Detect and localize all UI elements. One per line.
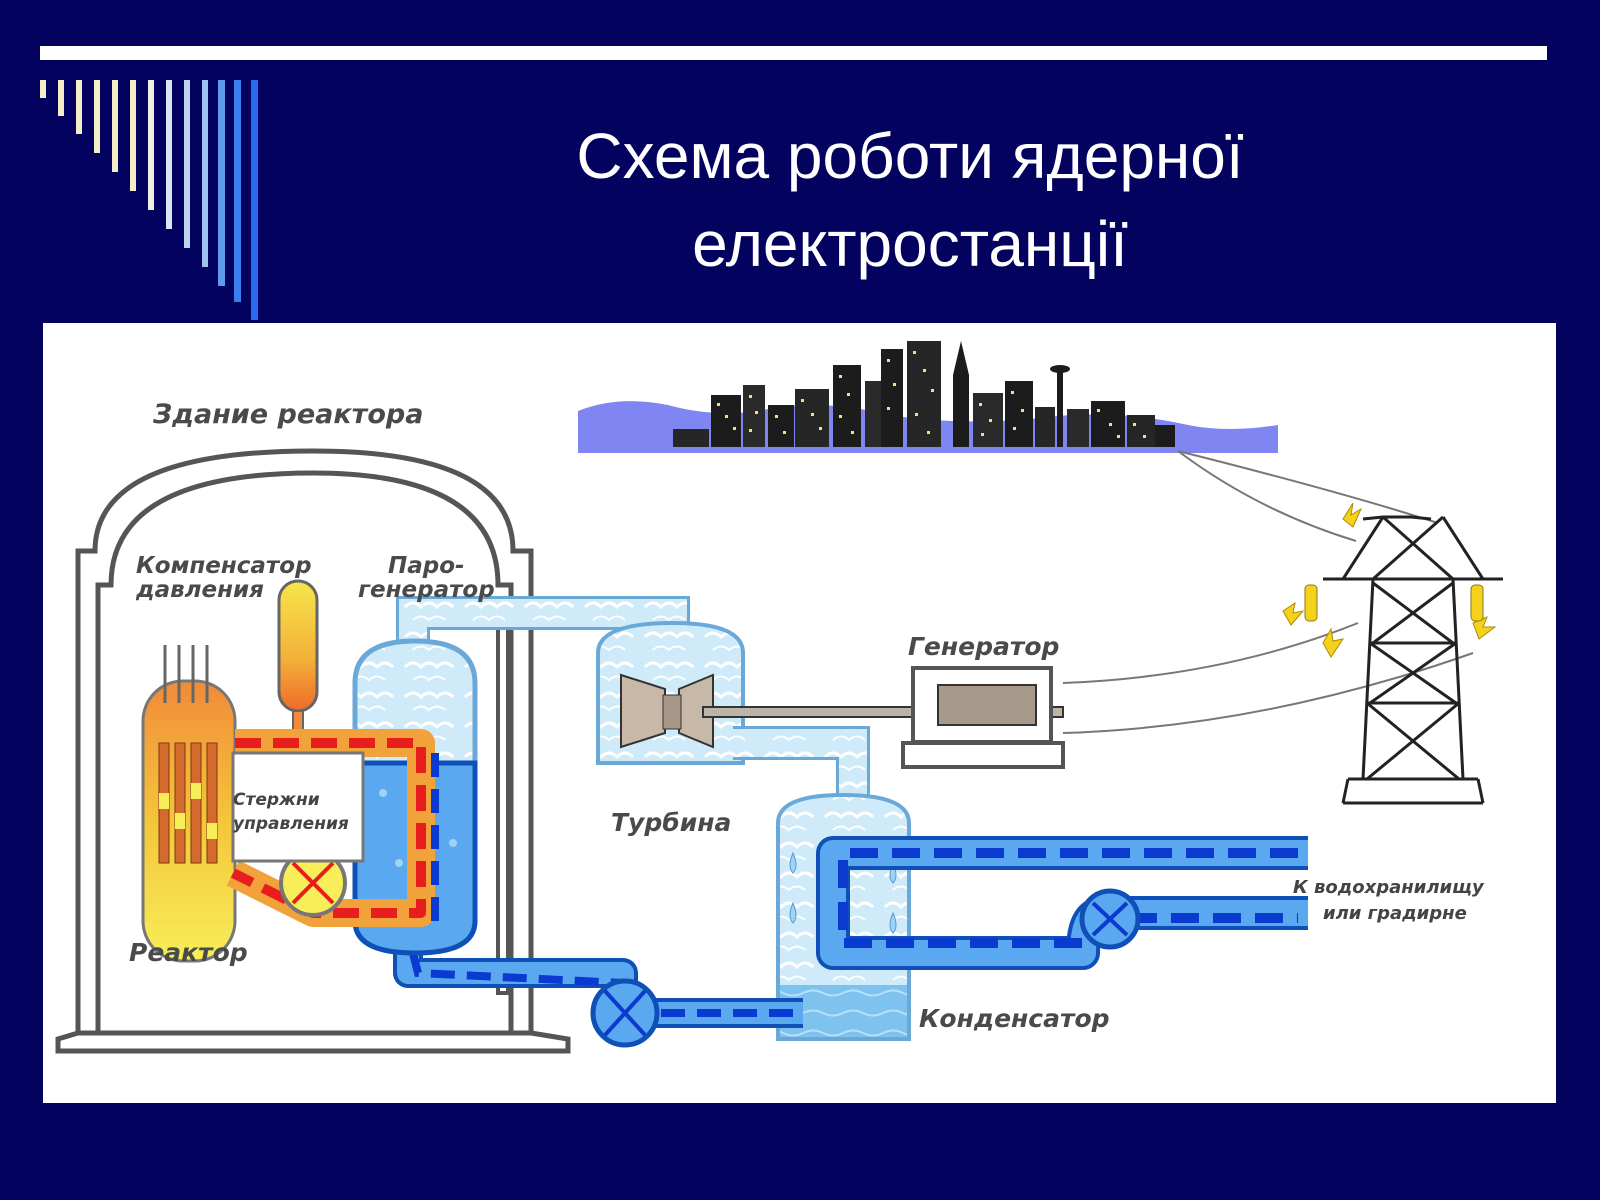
city-skyline [578,341,1278,453]
label-generator: Генератор [908,632,1059,661]
label-control-rods-line-1: Стержни [233,790,320,810]
cooling-water-loop [816,836,1308,970]
label-pressurizer-line-2: давления [135,577,264,603]
decorative-bars [40,80,258,320]
reactor-vessel [141,645,237,963]
power-lines [1062,450,1474,734]
nuclear-plant-diagram: Здание реактора Компенсатор давления Пар… [43,323,1556,1103]
label-control-rods-line-2: управления [233,814,349,834]
label-turbine: Турбина [611,808,731,837]
label-condenser: Конденсатор [919,1004,1110,1033]
label-steam-generator-line-2: генератор [358,577,495,603]
label-steam-generator-line-1: Паро- [388,553,465,579]
slide-title-line-2: електростанції [692,208,1128,280]
top-rule [40,46,1547,60]
transmission-tower [1323,515,1503,805]
feedwater-loop [393,923,803,1048]
pressurizer [277,579,319,742]
slide-title-line-1: Схема роботи ядерної [576,120,1244,192]
slide-title: Схема роботи ядерної електростанції [420,112,1400,288]
label-reservoir-line-1: К водохранилищу [1293,877,1485,898]
label-pressurizer-line-1: Компенсатор [136,553,312,579]
label-reservoir-line-2: или градирне [1323,903,1467,924]
turbine [596,620,745,765]
label-reactor-building: Здание реактора [152,399,423,430]
label-reactor: Реактор [129,938,248,967]
primary-loop [226,729,439,927]
lightning-sparks [1282,502,1497,658]
generator [901,666,1065,769]
reactor-building [55,448,571,1054]
